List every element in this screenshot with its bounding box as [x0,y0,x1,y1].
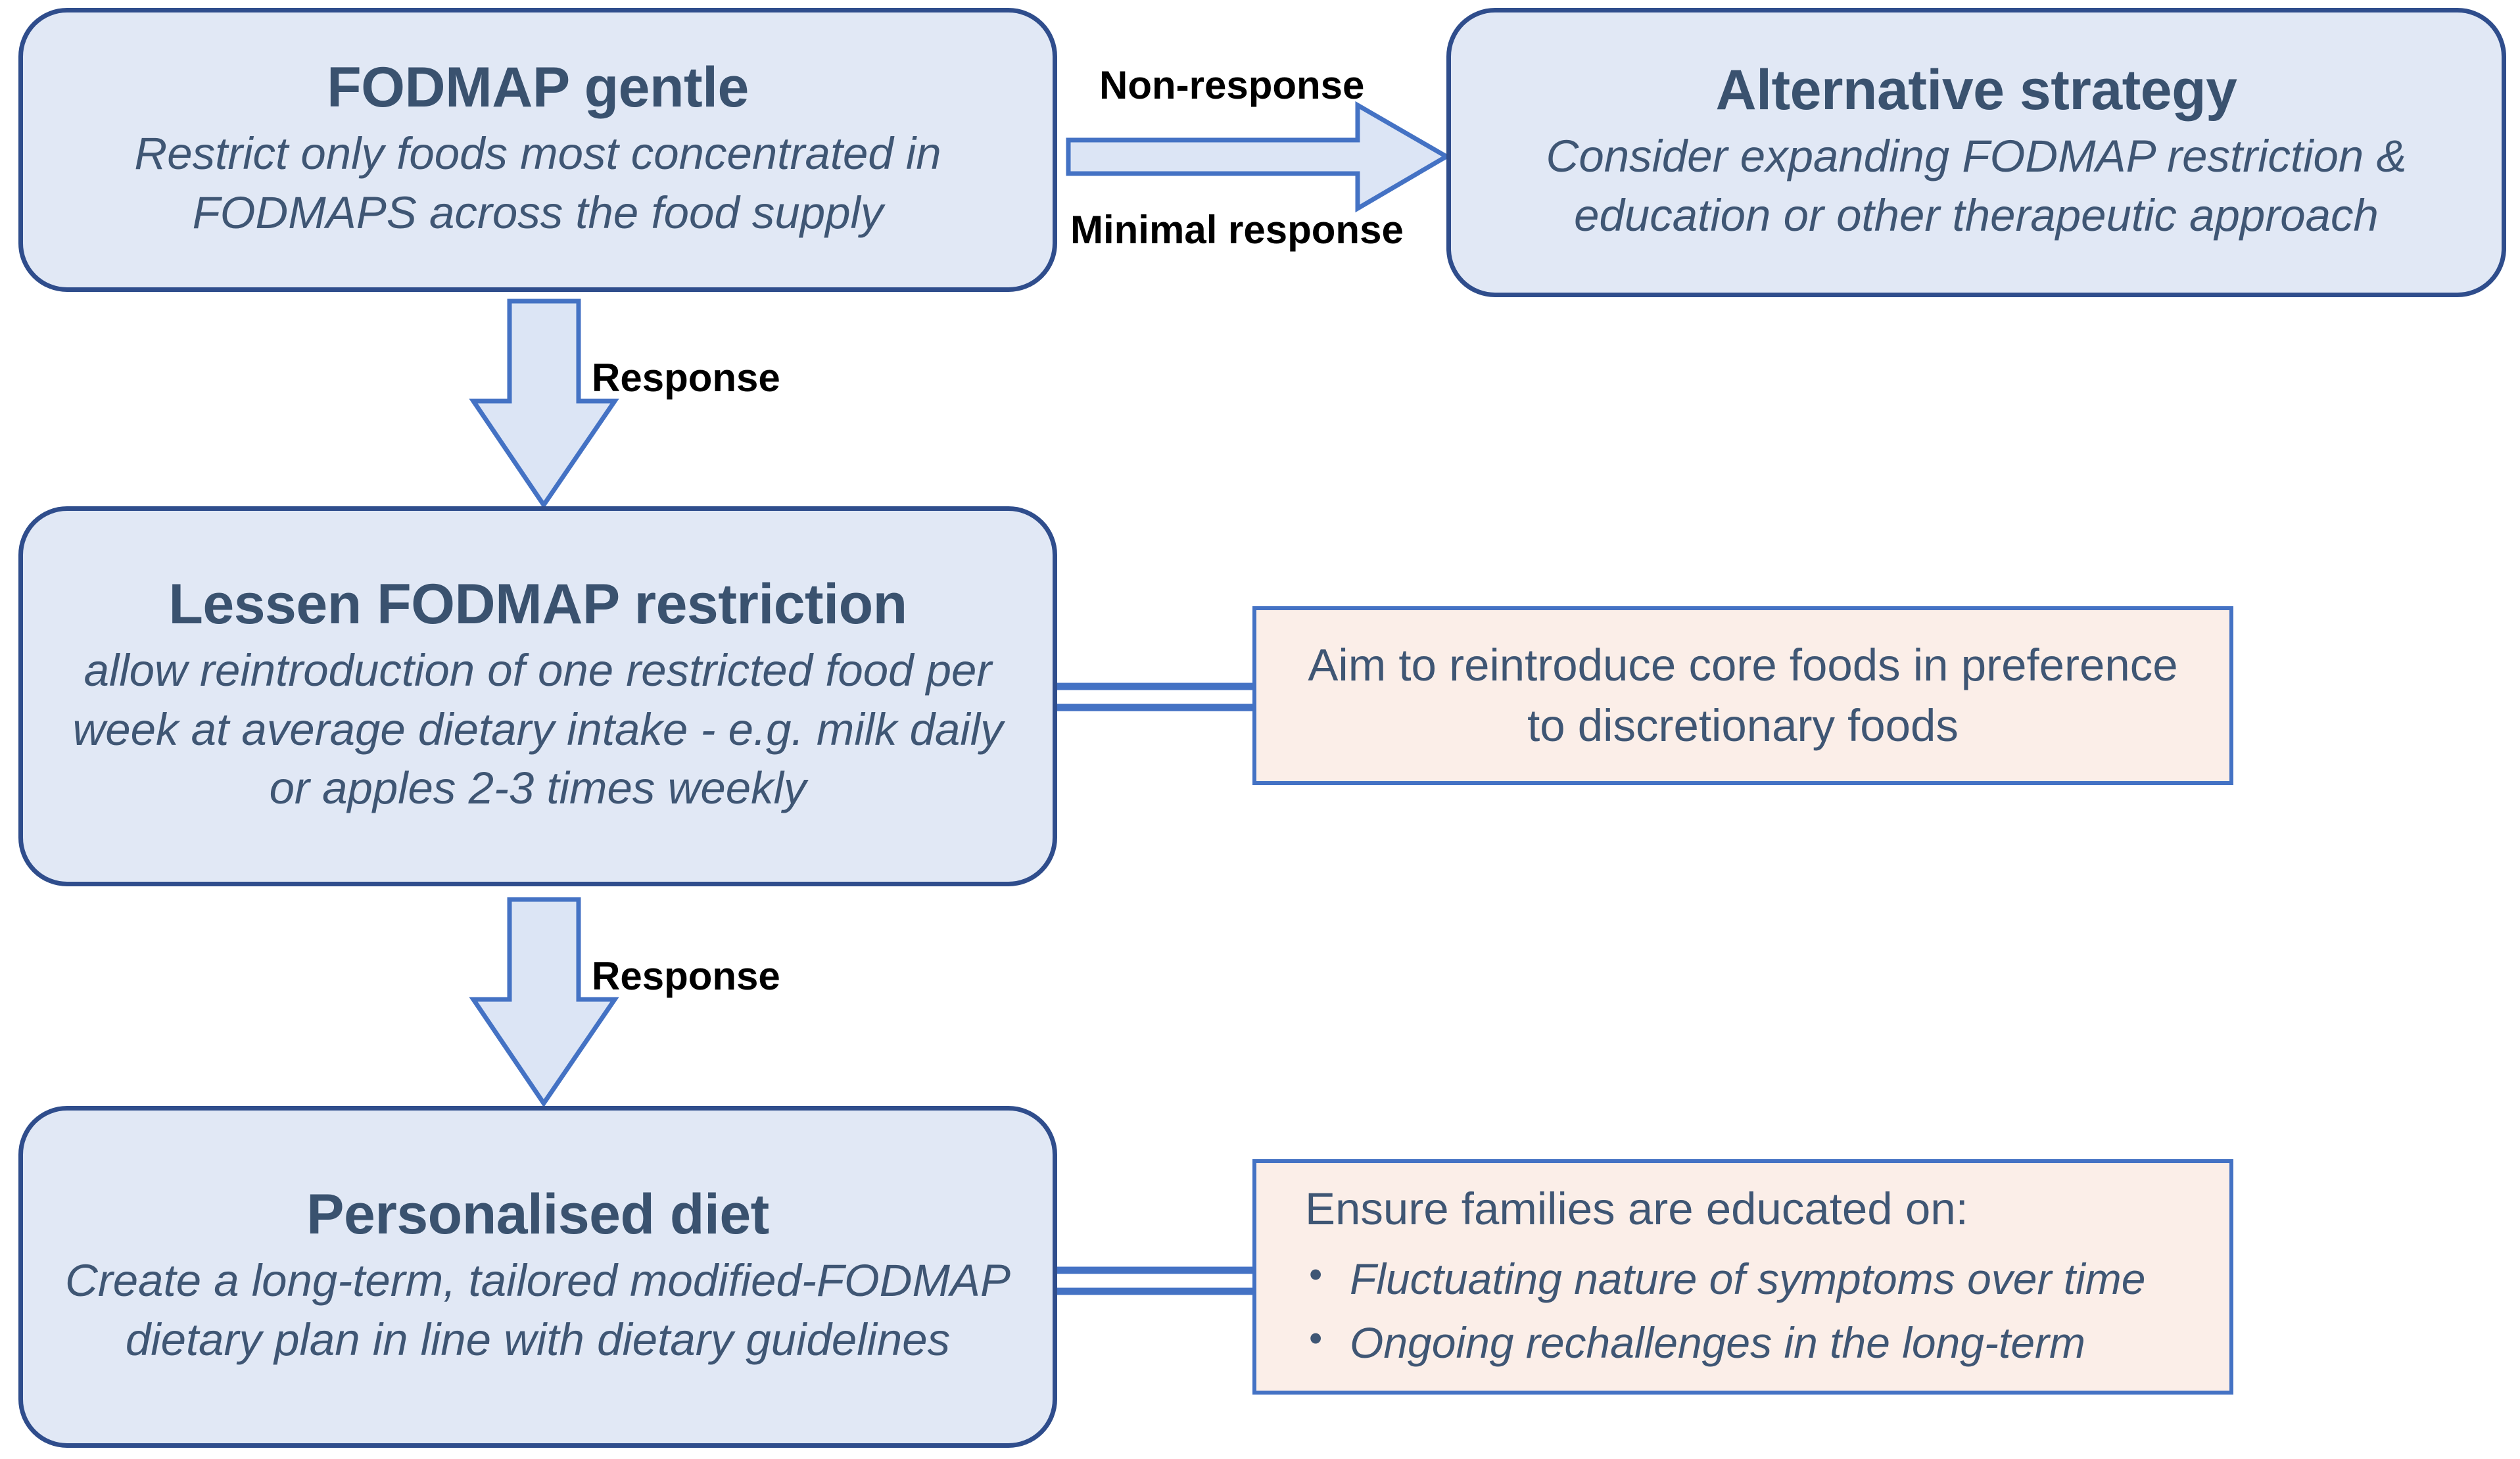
note-heading: Ensure families are educated on: [1305,1183,1968,1234]
edge-label-response-1: Response [592,356,780,400]
list-item: • Ongoing rechallenges in the long-term [1309,1311,2203,1374]
bullet-icon: • [1309,1253,1323,1297]
node-alternative-strategy[interactable]: Alternative strategy Consider expanding … [1446,8,2506,297]
arrow-down-response-2 [469,897,619,1108]
list-item-label: Fluctuating nature of symptoms over time [1350,1255,2146,1304]
arrow-right-non-response [1066,101,1451,213]
bullet-icon: • [1309,1316,1323,1360]
node-lessen-fodmap-restriction[interactable]: Lessen FODMAP restriction allow reintrod… [18,506,1057,886]
node-title: Personalised diet [306,1182,769,1246]
node-personalised-diet[interactable]: Personalised diet Create a long-term, ta… [18,1106,1057,1448]
note-core-foods[interactable]: Aim to reintroduce core foods in prefere… [1252,606,2233,785]
arrow-down-response-1 [469,299,619,510]
node-fodmap-gentle[interactable]: FODMAP gentle Restrict only foods most c… [18,8,1057,292]
edge-label-response-2: Response [592,954,780,998]
note-text: Aim to reintroduce core foods in prefere… [1308,639,2178,751]
node-body: Create a long-term, tailored modified-FO… [64,1255,1011,1365]
edge-label-minimal-response: Minimal response [1070,208,1404,252]
note-bullet-list: • Fluctuating nature of symptoms over ti… [1283,1247,2203,1374]
node-body: Restrict only foods most concentrated in… [134,128,941,238]
node-body: Consider expanding FODMAP restriction & … [1546,130,2407,241]
note-education[interactable]: Ensure families are educated on: • Fluct… [1252,1159,2233,1395]
node-title: Lessen FODMAP restriction [168,572,907,636]
connector-personalised-to-note [1057,1266,1254,1295]
list-item-label: Ongoing rechallenges in the long-term [1350,1318,2086,1367]
node-title: Alternative strategy [1715,58,2237,122]
node-title: FODMAP gentle [327,55,749,119]
list-item: • Fluctuating nature of symptoms over ti… [1309,1247,2203,1310]
edge-label-non-response: Non-response [1099,63,1365,107]
node-body: allow reintroduction of one restricted f… [72,645,1003,814]
connector-lessen-to-note [1057,682,1254,711]
